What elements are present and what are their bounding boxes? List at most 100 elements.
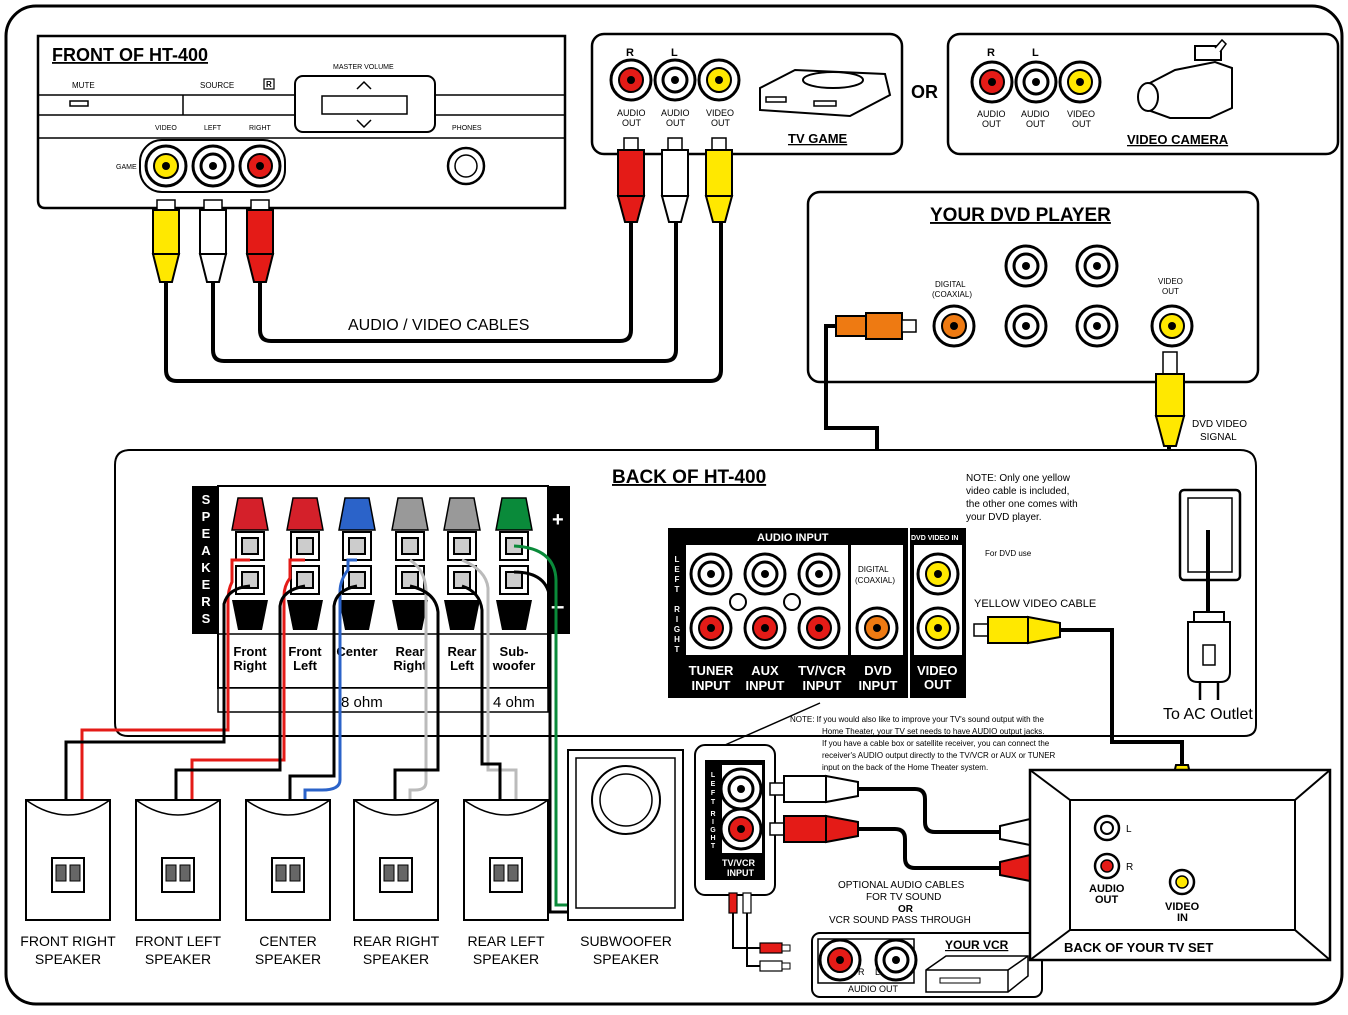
input-right-letter: I: [676, 615, 678, 624]
dvd-jack-3[interactable]: [1004, 304, 1048, 348]
dvd-jack-1[interactable]: [1004, 244, 1048, 288]
dvd-video-in-jack[interactable]: [916, 552, 960, 596]
tvvcr-right-letter: I: [712, 819, 714, 826]
tv-game-audio-l-jack[interactable]: [653, 58, 697, 102]
speakers-letter: R: [201, 594, 211, 609]
input-label-1: TV/VCR: [798, 663, 846, 678]
aux-left-jack[interactable]: [743, 552, 787, 596]
dvd-player-title: YOUR DVD PLAYER: [930, 205, 1111, 226]
tvvcr-right-jack[interactable]: [797, 606, 841, 650]
mute-button[interactable]: [69, 100, 89, 107]
input-left-letter: E: [674, 565, 680, 574]
svg-text:Home Theater, your TV set need: Home Theater, your TV set needs to have …: [822, 727, 1045, 736]
speaker-cabinet: [353, 799, 439, 921]
for-dvd-use-label: For DVD use: [985, 549, 1032, 558]
dvd-coaxial-label: (COAXIAL): [932, 290, 972, 299]
camera-audio-r-jack[interactable]: [970, 60, 1014, 104]
vcr-title: YOUR VCR: [945, 938, 1009, 952]
speaker-label-1: CENTER: [259, 933, 317, 949]
input-right-letter: H: [674, 635, 680, 644]
volume-down-icon[interactable]: [356, 119, 372, 129]
tv-game-audio-r-jack[interactable]: [609, 58, 653, 102]
terminal-plus[interactable]: [395, 531, 425, 561]
vcr-audio-r-jack[interactable]: [818, 938, 862, 982]
tvvcr-left-letter: T: [711, 799, 716, 806]
tv-set-title: BACK OF YOUR TV SET: [1064, 940, 1213, 955]
dvd-video-out-jack[interactable]: [1150, 304, 1194, 348]
camera-title: VIDEO CAMERA: [1127, 132, 1229, 147]
speaker-cabinet: [463, 799, 549, 921]
tv-game-title: TV GAME: [788, 131, 848, 146]
camera-out-v: OUT: [1072, 119, 1092, 129]
terminal-plus[interactable]: [290, 531, 320, 561]
front-left-jack[interactable]: [191, 144, 235, 188]
master-volume-label: MASTER VOLUME: [333, 64, 394, 71]
tvvcr-input-panel: LEFT RIGHT TV/VCR INPUT: [694, 744, 776, 896]
tvvcr-left-jack[interactable]: [797, 552, 841, 596]
speakers-letter: P: [202, 509, 211, 524]
front-right-jack[interactable]: [238, 144, 282, 188]
input-left-letter: T: [675, 585, 680, 594]
tvvcr-left-letter: E: [711, 781, 716, 788]
tv-game-audio-r-label: AUDIO: [617, 108, 646, 118]
yellow-cable-note: NOTE: Only one yellow video cable is inc…: [966, 473, 1078, 523]
dvd-player-panel: YOUR DVD PLAYER DIGITAL (COAXIAL) VIDEO …: [806, 190, 1260, 384]
ac-outlet-label: To AC Outlet: [1163, 706, 1253, 723]
tvvcr-panel-left-jack[interactable]: [719, 767, 763, 811]
back-digital-label: DIGITAL: [858, 565, 889, 574]
terminal-minus[interactable]: [235, 565, 265, 595]
tvvcr-right-letter: G: [710, 827, 716, 834]
ohm8-label: 8 ohm: [341, 694, 383, 711]
tuner-left-jack[interactable]: [689, 552, 733, 596]
volume-up-icon[interactable]: [356, 80, 372, 90]
vcr-audio-l-jack[interactable]: [874, 938, 918, 982]
svg-text:VCR SOUND PASS THROUGH: VCR SOUND PASS THROUGH: [829, 915, 971, 926]
svg-text:NOTE: If you would also like t: NOTE: If you would also like to improve …: [790, 715, 1044, 724]
video-out-label-2: OUT: [924, 677, 952, 692]
av-cables: [164, 222, 723, 383]
tv-r: R: [1126, 862, 1133, 873]
dvd-digital-jack[interactable]: [932, 304, 976, 348]
tv-game-out-v: OUT: [711, 118, 731, 128]
tv-game-video-label: VIDEO: [706, 108, 734, 118]
source-label: SOURCE: [200, 81, 234, 90]
dvd-jack-2[interactable]: [1075, 244, 1119, 288]
terminal-plus[interactable]: [447, 531, 477, 561]
terminal-color-cap: [443, 497, 481, 531]
video-out-jack[interactable]: [916, 606, 960, 650]
terminal-label-1: Sub-: [500, 644, 529, 659]
terminal-plus[interactable]: [235, 531, 265, 561]
input-label-1: TUNER: [689, 663, 734, 678]
dvd-video-in-label: DVD VIDEO IN: [911, 535, 958, 542]
terminal-minus[interactable]: [499, 565, 529, 595]
audio-input-label: AUDIO INPUT: [757, 532, 829, 544]
dvd-jack-4[interactable]: [1075, 304, 1119, 348]
terminal-label-2: Left: [450, 658, 475, 673]
tv-game-out-r: OUT: [622, 118, 642, 128]
back-title: BACK OF HT-400: [612, 467, 766, 488]
dvd-digital-input-jack[interactable]: [855, 606, 899, 650]
tv-game-l: L: [671, 47, 678, 59]
tuner-right-jack[interactable]: [689, 606, 733, 650]
terminal-label-2: Right: [233, 658, 267, 673]
front-video-jack[interactable]: [144, 144, 188, 188]
input-label-2: INPUT: [803, 678, 842, 693]
camera-video-jack[interactable]: [1058, 60, 1102, 104]
terminal-plus[interactable]: [342, 531, 372, 561]
camera-audio-l-jack[interactable]: [1014, 60, 1058, 104]
tvvcr-panel-right-jack[interactable]: [719, 807, 763, 851]
camera-r: R: [987, 47, 995, 59]
speaker-label-1: FRONT RIGHT: [20, 933, 116, 949]
tv-game-video-jack[interactable]: [697, 58, 741, 102]
aux-right-jack[interactable]: [743, 606, 787, 650]
vcr-l: L: [875, 967, 880, 977]
speaker-label-1: SUBWOOFER: [580, 933, 672, 949]
input-right-letter: R: [674, 605, 680, 614]
tv-sound-note: NOTE: If you would also like to improve …: [790, 715, 1056, 772]
speaker-cabinet: [245, 799, 331, 921]
tv-l: L: [1126, 824, 1132, 835]
terminal-label-2: Left: [293, 658, 318, 673]
